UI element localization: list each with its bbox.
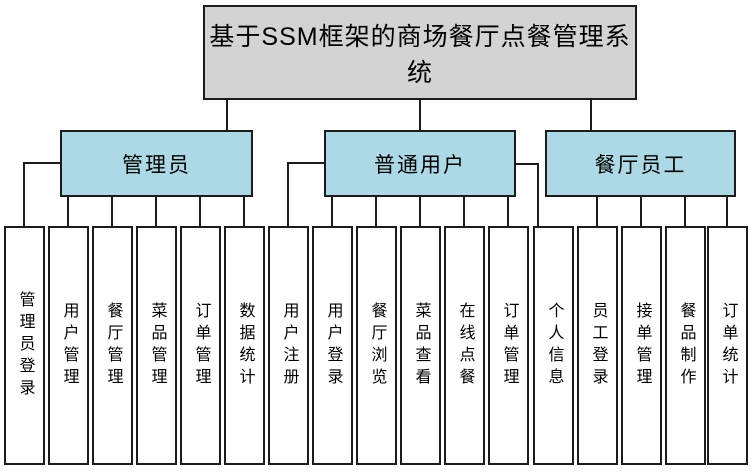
connector-admin-leaf5 xyxy=(199,197,201,226)
branch-node-user: 普通用户 xyxy=(324,130,516,197)
leaf-node-rest-browse: 餐厅浏览 xyxy=(356,226,397,465)
connector-root-to-staff xyxy=(590,100,592,130)
leaf-label: 员工登录 xyxy=(589,301,607,390)
connector-staff-side-h xyxy=(516,163,539,165)
branch-node-admin: 管理员 xyxy=(60,130,253,197)
connector-user-leaf5 xyxy=(463,197,465,226)
branch-label-user: 普通用户 xyxy=(374,153,466,177)
connector-staff-leaf3 xyxy=(640,197,642,226)
leaf-node-rest-mgmt: 餐厅管理 xyxy=(92,226,133,465)
leaf-node-data-stats: 数据统计 xyxy=(224,226,265,465)
connector-admin-leaf6 xyxy=(243,197,245,226)
leaf-label: 餐厅浏览 xyxy=(368,301,386,390)
leaf-label: 在线点餐 xyxy=(456,301,474,390)
leaf-label: 用户登录 xyxy=(324,301,342,390)
leaf-node-admin-login: 管理员登录 xyxy=(4,226,45,465)
branch-label-staff: 餐厅员工 xyxy=(594,153,687,177)
connector-user-side-v xyxy=(287,162,289,226)
connector-user-side-h xyxy=(288,162,324,164)
connector-staff-leaf4 xyxy=(684,197,686,226)
leaf-label: 订单管理 xyxy=(192,301,210,390)
connector-admin-side-v xyxy=(23,162,25,226)
connector-user-leaf4 xyxy=(419,197,421,226)
connector-staff-leaf2 xyxy=(596,197,598,226)
leaf-node-dish-view: 菜品查看 xyxy=(400,226,441,465)
leaf-label: 管理员登录 xyxy=(16,290,34,401)
connector-admin-leaf4 xyxy=(155,197,157,226)
leaf-label: 订单统计 xyxy=(719,301,737,390)
leaf-label: 餐品制作 xyxy=(677,301,695,390)
connector-admin-side-h xyxy=(24,162,60,164)
connector-user-leaf3 xyxy=(375,197,377,226)
connector-staff-leaf5 xyxy=(726,197,728,226)
connector-root-to-admin xyxy=(226,100,228,130)
leaf-node-accept-order: 接单管理 xyxy=(621,226,662,465)
leaf-node-staff-login: 员工登录 xyxy=(577,226,618,465)
leaf-node-user-mgmt: 用户管理 xyxy=(48,226,89,465)
leaf-label: 数据统计 xyxy=(236,301,254,390)
leaf-node-online-order: 在线点餐 xyxy=(444,226,485,465)
connector-user-leaf6 xyxy=(507,197,509,226)
connector-root-to-user xyxy=(419,100,421,130)
leaf-node-order-mgmt2: 订单管理 xyxy=(488,226,529,465)
leaf-node-user-register: 用户注册 xyxy=(268,226,309,465)
leaf-label: 菜品管理 xyxy=(148,301,166,390)
leaf-node-order-mgmt: 订单管理 xyxy=(180,226,221,465)
connector-admin-leaf3 xyxy=(111,197,113,226)
leaf-label: 订单管理 xyxy=(500,301,518,390)
leaf-node-user-login: 用户登录 xyxy=(312,226,353,465)
branch-label-admin: 管理员 xyxy=(122,153,191,177)
leaf-node-dish-mgmt: 菜品管理 xyxy=(136,226,177,465)
root-node: 基于SSM框架的商场餐厅点餐管理系统 xyxy=(203,5,637,100)
leaf-label: 用户注册 xyxy=(280,301,298,390)
leaf-node-personal-info: 个人信息 xyxy=(533,226,574,465)
leaf-label: 接单管理 xyxy=(633,301,651,390)
leaf-node-order-stats: 订单统计 xyxy=(707,226,748,465)
root-node-label: 基于SSM框架的商场餐厅点餐管理系统 xyxy=(209,22,631,87)
leaf-label: 个人信息 xyxy=(545,301,563,390)
leaf-node-meal-prep: 餐品制作 xyxy=(665,226,706,465)
leaf-label: 用户管理 xyxy=(60,301,78,390)
leaf-label: 菜品查看 xyxy=(412,301,430,390)
branch-node-staff: 餐厅员工 xyxy=(545,130,736,197)
leaf-label: 餐厅管理 xyxy=(104,301,122,390)
connector-staff-side-v xyxy=(537,163,539,226)
connector-admin-leaf2 xyxy=(67,197,69,226)
connector-user-leaf2 xyxy=(331,197,333,226)
